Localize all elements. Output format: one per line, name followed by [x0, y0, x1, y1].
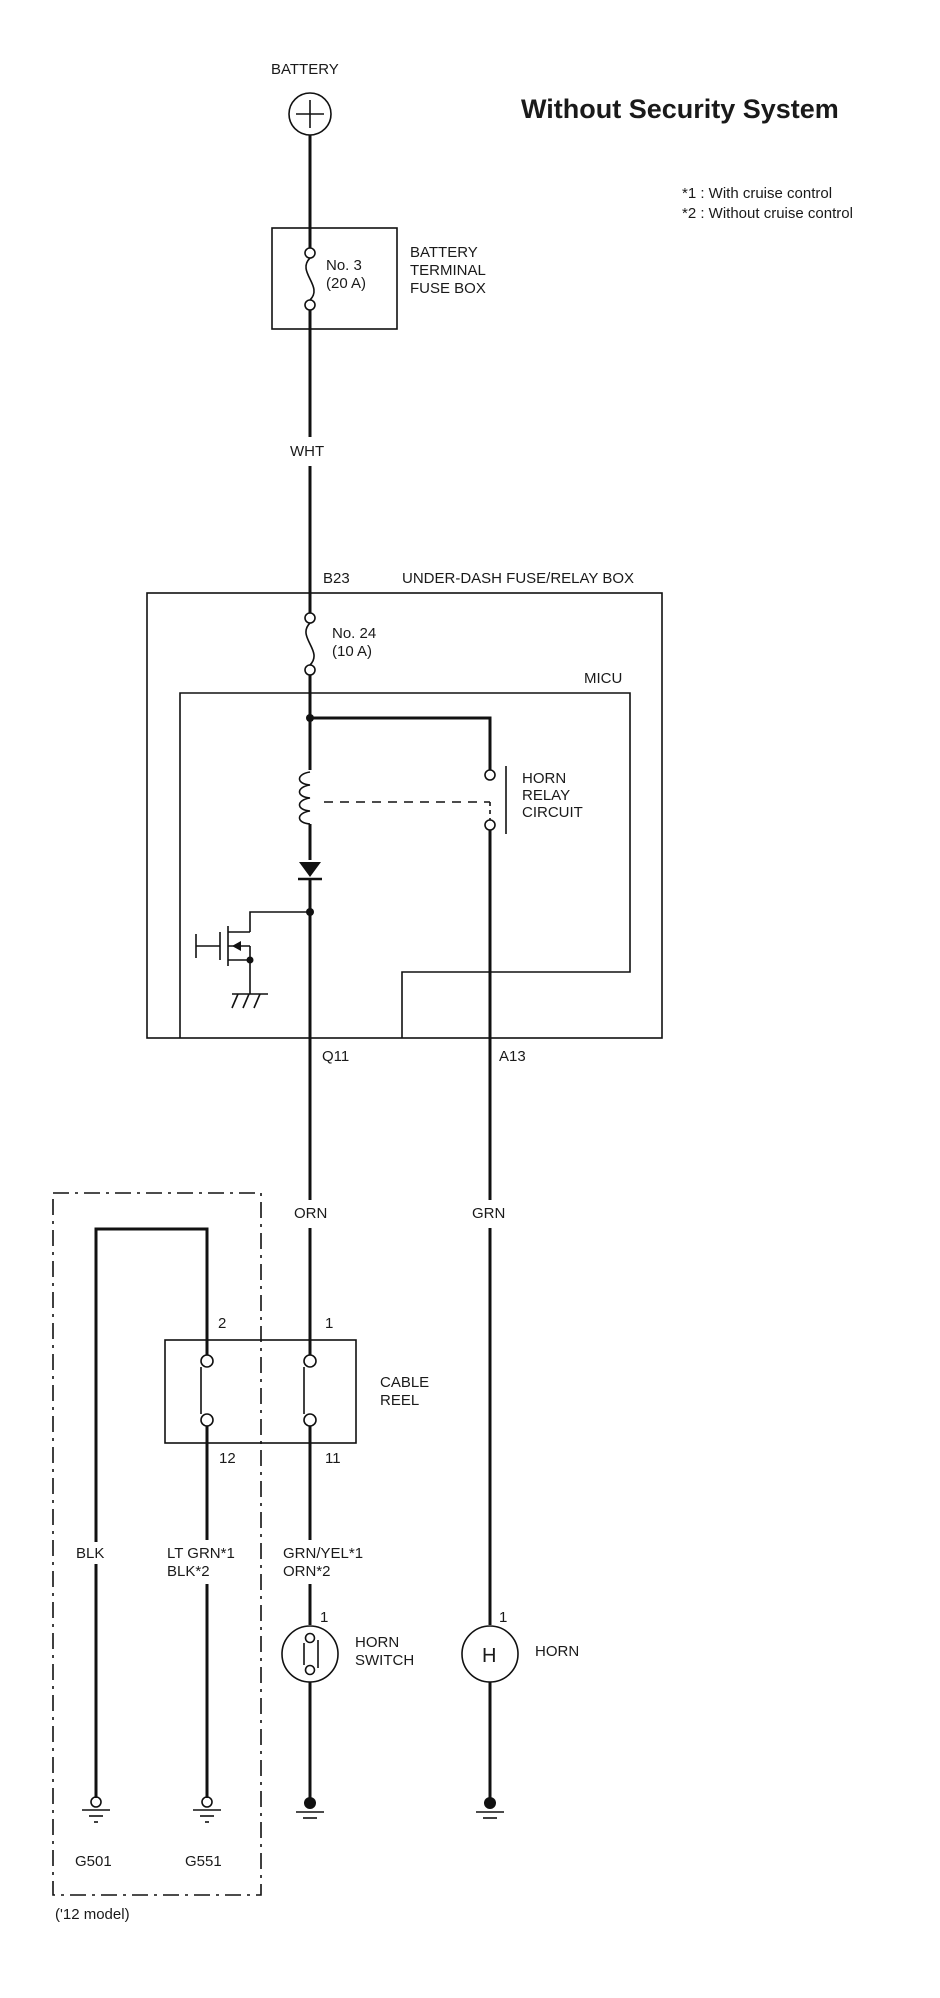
micu-box [179, 692, 631, 1038]
cable-reel-box [164, 1339, 357, 1444]
battery-terminal-fuse-box [271, 227, 398, 330]
transistor-symbol [195, 911, 310, 994]
ground-g551-icon [193, 1796, 221, 1823]
wire-blk2-label: BLK*2 [167, 1563, 210, 1580]
pin-q11: Q11 [322, 1048, 349, 1065]
fuse-no24-symbol [304, 612, 316, 676]
ground-g501-icon [82, 1796, 110, 1823]
cable-reel-contact-right [303, 1340, 317, 1443]
wire-orn2-label: ORN*2 [283, 1563, 331, 1580]
note-without-cruise: *2 : Without cruise control [682, 205, 853, 222]
wire-relay-feed [310, 716, 492, 770]
micu-label: MICU [584, 670, 622, 687]
horn-symbol-letter: H [482, 1645, 496, 1667]
diode-symbol [298, 862, 322, 881]
ground-horn-switch-icon [296, 1797, 324, 1819]
under-dash-fuse-relay-box [146, 592, 663, 1039]
diagram-title: Without Security System [521, 94, 839, 124]
cable-reel-label-2: REEL [380, 1392, 419, 1409]
horn-relay-label-1: HORN [522, 770, 566, 787]
horn-pin: 1 [499, 1609, 507, 1626]
pin-12: 12 [219, 1450, 236, 1467]
wire-blk-label: BLK [76, 1545, 104, 1562]
ground-g551-label: G551 [185, 1853, 222, 1870]
fuse-no24-label: No. 24 [332, 625, 376, 642]
fuse-no3-label: No. 3 [326, 257, 362, 274]
horn-switch-label-1: HORN [355, 1634, 399, 1651]
horn-label: HORN [535, 1643, 579, 1660]
ground-g501-label: G501 [75, 1853, 112, 1870]
cable-reel-contact-left [200, 1340, 214, 1443]
pin-b23: B23 [323, 570, 350, 587]
wire-grn-label: GRN [472, 1205, 505, 1222]
model-12-note: ('12 model) [55, 1906, 130, 1923]
pin-11: 11 [325, 1450, 341, 1467]
battery-symbol [288, 92, 332, 136]
wire-orn-label: ORN [294, 1205, 327, 1222]
horn-switch-label-2: SWITCH [355, 1652, 414, 1669]
battery-label: BATTERY [271, 61, 339, 78]
pin-1: 1 [325, 1315, 333, 1332]
pin-2: 2 [218, 1315, 226, 1332]
model-12-dashed-boundary [52, 1192, 262, 1896]
cable-reel-label-1: CABLE [380, 1374, 429, 1391]
ground-horn-icon [476, 1797, 504, 1819]
under-dash-box-label: UNDER-DASH FUSE/RELAY BOX [402, 570, 634, 587]
wire-ltgrn-label: LT GRN*1 [167, 1545, 235, 1562]
pin-a13: A13 [499, 1048, 526, 1065]
chassis-ground-icon [231, 993, 268, 1009]
horn-relay-coil-symbol [298, 771, 491, 825]
battery-fuse-box-label-1: BATTERY [410, 244, 478, 261]
fuse-no24-rating: (10 A) [332, 643, 372, 660]
battery-fuse-box-label-3: FUSE BOX [410, 280, 486, 297]
horn-relay-switch-symbol [484, 766, 507, 834]
horn-switch-pin: 1 [320, 1609, 328, 1626]
wire-grnyel-label: GRN/YEL*1 [283, 1545, 363, 1562]
horn-relay-label-2: RELAY [522, 787, 570, 804]
horn-switch-symbol [281, 1625, 339, 1683]
wire-wht-label: WHT [290, 443, 324, 460]
fuse-no3-rating: (20 A) [326, 275, 366, 292]
wire-blk-loop [94, 1227, 209, 1798]
horn-relay-label-3: CIRCUIT [522, 804, 583, 821]
fuse-no3-symbol [304, 247, 316, 311]
battery-fuse-box-label-2: TERMINAL [410, 262, 486, 279]
note-with-cruise: *1 : With cruise control [682, 185, 832, 202]
